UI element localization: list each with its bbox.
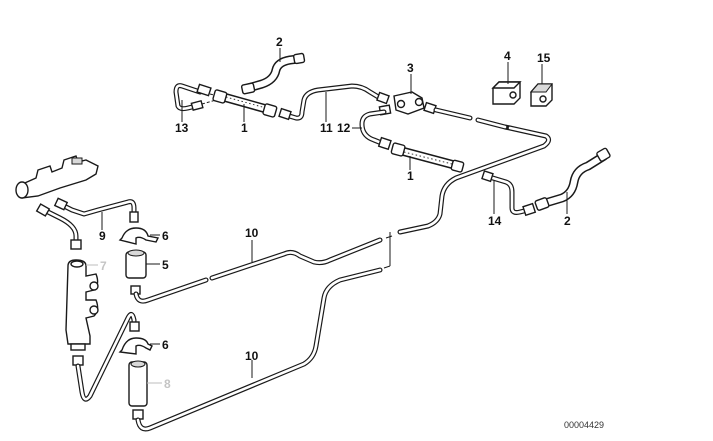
- pipe-10-upper[interactable]: [133, 237, 383, 304]
- clamp-6-upper[interactable]: [118, 227, 160, 245]
- callout-15[interactable]: 15: [537, 51, 551, 65]
- accumulator-8[interactable]: [128, 360, 148, 420]
- callout-1-upper[interactable]: 1: [241, 121, 248, 135]
- master-cylinder[interactable]: [15, 155, 99, 199]
- brake-hose-1-upper[interactable]: [212, 89, 278, 118]
- callout-11[interactable]: 11: [320, 121, 333, 135]
- callout-4[interactable]: 4: [504, 49, 511, 63]
- pressure-accumulator-5[interactable]: [125, 249, 147, 295]
- clamp-6-lower[interactable]: [118, 337, 153, 355]
- pipe-11[interactable]: [278, 83, 390, 121]
- pipe-10-upper-long[interactable]: [397, 107, 552, 235]
- callout-3[interactable]: 3: [407, 61, 414, 75]
- brake-hose-2-lower[interactable]: [534, 147, 611, 211]
- callout-14[interactable]: 14: [488, 214, 502, 228]
- callout-6-lower[interactable]: 6: [162, 338, 169, 352]
- callout-10-lower[interactable]: 10: [245, 349, 259, 363]
- callout-7[interactable]: 7: [100, 259, 107, 273]
- pipe-14[interactable]: [481, 170, 537, 217]
- pipe-9[interactable]: [53, 197, 139, 223]
- callout-2-upper[interactable]: 2: [276, 35, 283, 49]
- callout-1-lower[interactable]: 1: [407, 169, 414, 183]
- diagram-reference-number: 00004429: [564, 420, 604, 430]
- callout-2-lower[interactable]: 2: [564, 214, 571, 228]
- distribution-piece-3[interactable]: [378, 91, 437, 116]
- pipe-12[interactable]: [359, 109, 392, 151]
- callout-6-upper[interactable]: 6: [162, 229, 169, 243]
- holder-4[interactable]: [491, 81, 522, 105]
- pipe-13[interactable]: [173, 83, 212, 112]
- callout-10-upper[interactable]: 10: [245, 226, 259, 240]
- callout-5[interactable]: 5: [162, 258, 169, 272]
- brake-hose-1-lower[interactable]: [390, 142, 465, 173]
- brake-hose-2-upper[interactable]: [240, 52, 306, 95]
- callout-13[interactable]: 13: [175, 121, 189, 135]
- holder-15[interactable]: [529, 83, 553, 107]
- pipe-to-regulator[interactable]: [35, 203, 82, 250]
- pipe-crossover[interactable]: [75, 312, 140, 402]
- callout-8[interactable]: 8: [164, 377, 171, 391]
- brake-pressure-regulator-7[interactable]: [65, 259, 99, 366]
- pipe-10-lower[interactable]: [135, 267, 383, 432]
- callout-9[interactable]: 9: [99, 229, 106, 243]
- callout-12[interactable]: 12: [337, 121, 351, 135]
